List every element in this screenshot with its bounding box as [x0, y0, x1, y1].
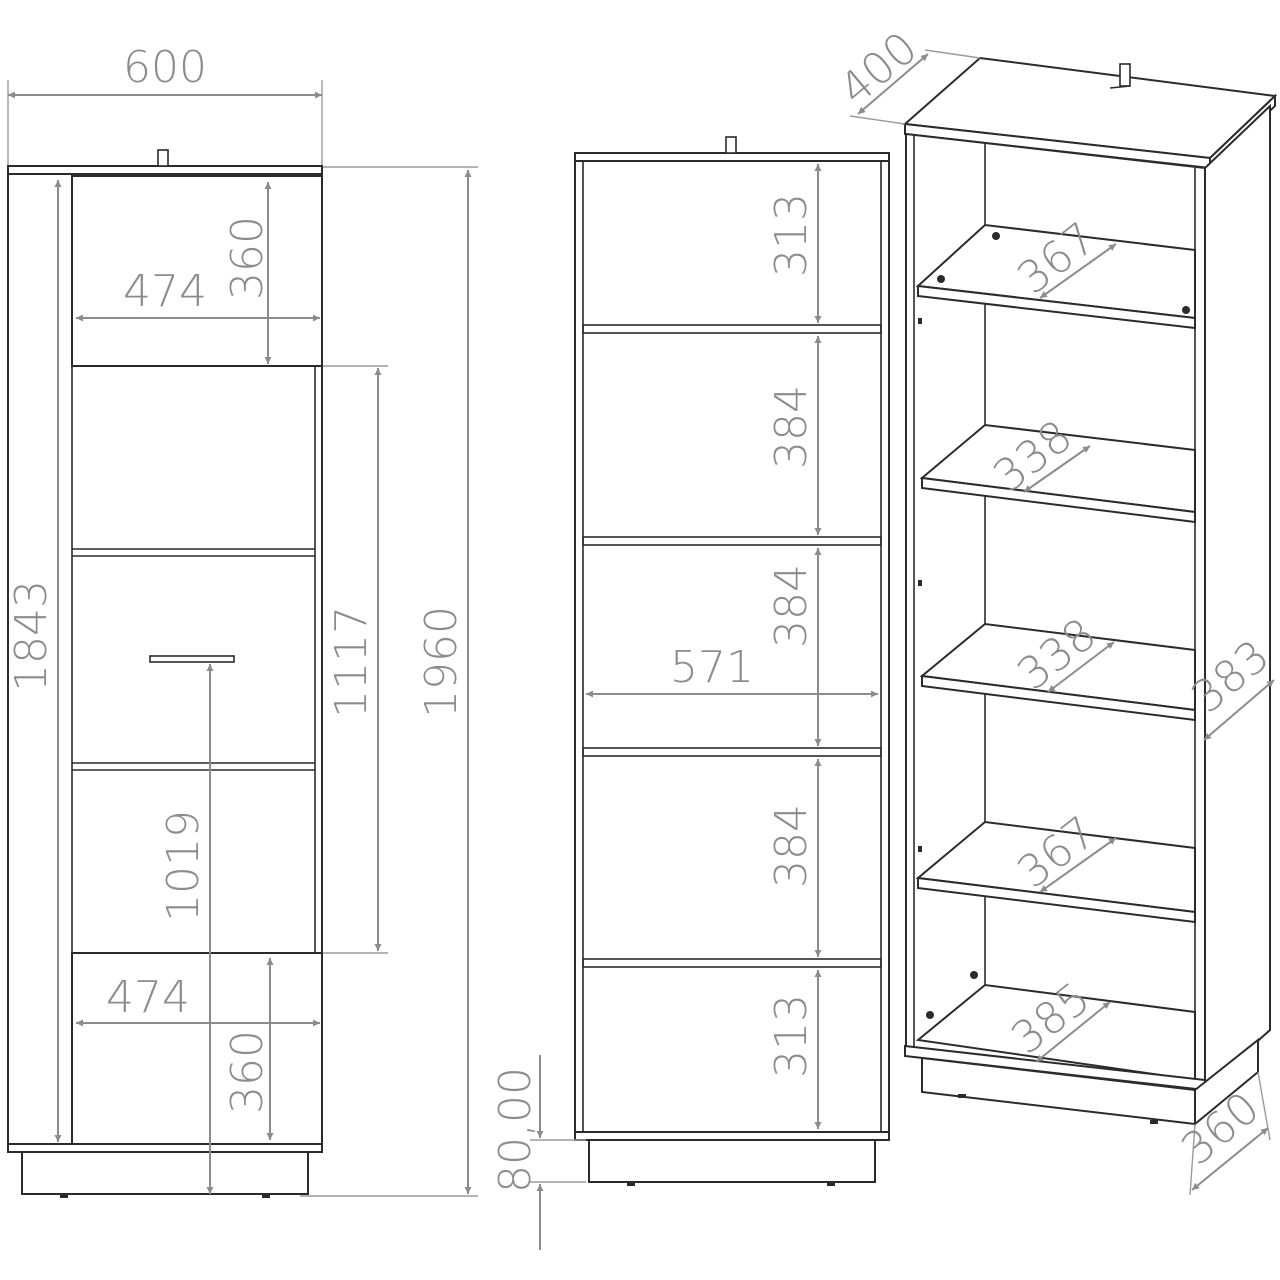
shelf-edge — [917, 284, 1196, 330]
peg-hole — [992, 232, 1000, 240]
dim-handle-height-label: 1019 — [158, 810, 209, 922]
foot — [827, 1182, 835, 1186]
peg-hole — [970, 971, 978, 979]
top-panel — [574, 152, 890, 162]
cabinet-body — [574, 160, 890, 1133]
dim-total-height-label: 1960 — [416, 606, 467, 718]
shelf — [582, 536, 882, 546]
wall-bracket — [725, 136, 737, 154]
dim-inner-height-label: 1843 — [6, 580, 57, 692]
front-view: 600 1843 360 474 1117 1960 1019 474 360 — [6, 42, 478, 1198]
foot — [1150, 1120, 1158, 1124]
shelf — [582, 324, 882, 334]
top-panel — [7, 165, 323, 175]
shelf — [582, 958, 882, 968]
dim-compartment-label: 313 — [766, 994, 817, 1078]
plinth — [21, 1151, 309, 1195]
dim-compartment-label: 384 — [766, 385, 817, 469]
dim-shelf-depth-line — [1039, 837, 1117, 893]
foot — [262, 1194, 270, 1198]
wall-bracket — [157, 149, 169, 167]
dim-top-drawer-width-label: 474 — [123, 266, 207, 317]
dim-compartment-label: 384 — [766, 564, 817, 648]
shelf-edge — [921, 476, 1196, 524]
ext-line — [849, 115, 906, 125]
dim-inner-width-label: 571 — [670, 642, 754, 693]
peg-hole — [926, 1011, 934, 1019]
ext-line — [1257, 1071, 1271, 1141]
dim-depth-label: 400 — [830, 22, 927, 115]
dim-width-label: 600 — [123, 42, 207, 93]
top-drawer — [71, 175, 323, 367]
dim-base-depth-line — [1191, 1127, 1269, 1191]
wall-bracket — [1119, 63, 1131, 87]
dim-bottom-drawer-width-label: 474 — [106, 972, 190, 1023]
dim-top-drawer-height-label: 360 — [222, 216, 273, 300]
dim-shelf-depth-line — [1035, 1001, 1111, 1063]
foot — [958, 1094, 966, 1098]
peg-hole — [937, 275, 945, 283]
dim-compartment-label: 384 — [766, 804, 817, 888]
interior-view: 313 384 384 384 313 571 80,00 — [490, 136, 890, 1250]
door-handle — [149, 655, 235, 663]
dim-door-section-label: 1117 — [326, 606, 377, 718]
dim-side-depth-line — [1203, 679, 1275, 741]
perspective-view: 400 367 338 338 367 385 383 360 — [830, 22, 1279, 1196]
foot — [60, 1194, 68, 1198]
mount-hole — [918, 318, 922, 324]
dim-depth-line — [857, 53, 929, 115]
dim-shelf-depth-line — [1039, 243, 1117, 299]
mount-hole — [918, 846, 922, 852]
dim-plinth-label: 80,00 — [490, 1067, 541, 1193]
ext-line — [924, 49, 981, 59]
shelf — [582, 747, 882, 757]
bracket-line — [1109, 85, 1131, 89]
shelf-edge — [921, 674, 1196, 722]
dim-compartment-label: 313 — [766, 193, 817, 277]
bottom-panel — [574, 1131, 890, 1141]
bottom-panel — [7, 1143, 323, 1153]
foot — [627, 1182, 635, 1186]
dim-shelf-depth-line — [1047, 641, 1115, 693]
bottom-drawer — [71, 952, 323, 1145]
dim-shelf-depth-line — [1023, 445, 1091, 493]
mount-hole — [918, 580, 922, 586]
shelf-edge — [917, 876, 1196, 924]
peg-hole — [1182, 306, 1190, 314]
side-panel — [1204, 103, 1271, 1091]
dim-bottom-drawer-height-label: 360 — [222, 1030, 273, 1114]
plinth — [588, 1139, 876, 1183]
